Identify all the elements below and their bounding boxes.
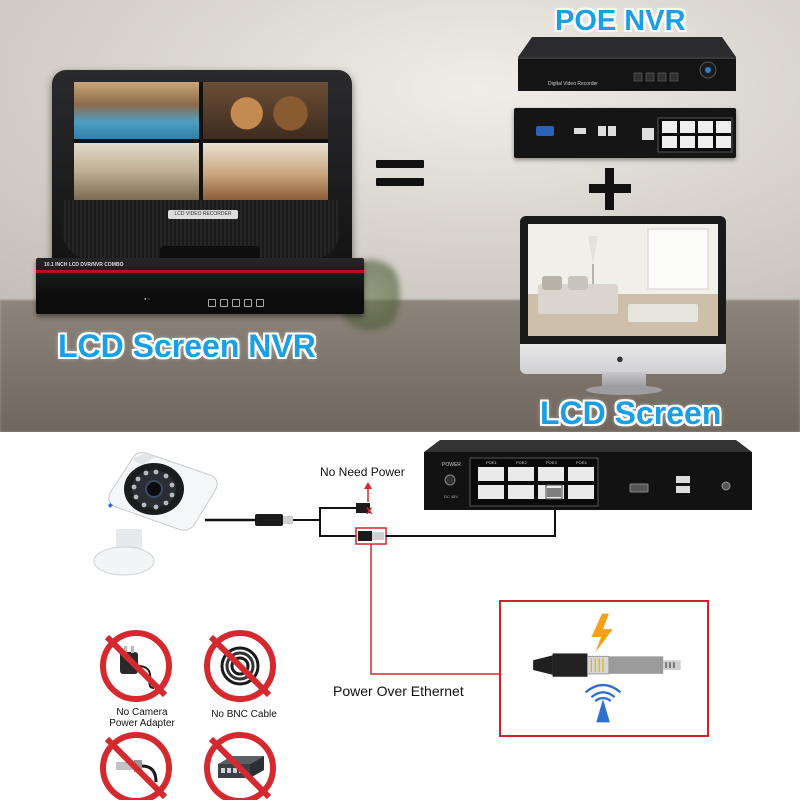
lcd-nvr-screen xyxy=(74,82,328,200)
no-need-power-note: No Need Power xyxy=(320,465,405,479)
poe-nvr-back-unit xyxy=(514,108,736,158)
camera-view-dining-room xyxy=(203,143,328,200)
equals-icon xyxy=(376,160,424,190)
lcd-monitor: ● xyxy=(520,216,726,374)
poe-port-label: POE3 xyxy=(546,460,557,465)
lcd-nvr-red-stripe xyxy=(36,270,364,273)
bullet-camera: ◆ xyxy=(93,452,218,576)
nvr-front-text: Digital Video Recorder xyxy=(548,81,598,87)
camera-view-dogs xyxy=(203,82,328,139)
camera-view-pool xyxy=(74,82,199,139)
no-bnc-cable-prohibited xyxy=(204,630,276,702)
lcd-nvr-power-indicator: ● ○ xyxy=(144,296,150,301)
lcd-monitor-chin xyxy=(520,344,726,374)
no-camera-caption-line2: Power Adapter xyxy=(109,718,175,729)
bnc-cable-coil-icon xyxy=(220,646,260,686)
camera-view-living-room xyxy=(74,143,199,200)
wifi-signal-icon xyxy=(584,683,622,702)
lcd-screen-label: LCD Screen xyxy=(540,395,722,431)
room-scene-illustration xyxy=(528,224,718,336)
poe-nvr-back-ports xyxy=(536,117,733,153)
poe-port-label: POE1 xyxy=(486,460,497,465)
lcd-nvr-badge: LCD VIDEO RECORDER xyxy=(168,210,238,219)
plus-icon-bar xyxy=(589,184,631,193)
poe-nvr-device: POWER DC 48V POE1 POE2 POE3 POE4 xyxy=(424,440,752,510)
lcd-monitor-screen xyxy=(528,224,718,336)
poe-detail-illustration xyxy=(533,613,681,723)
poe-nvr-label: POE NVR xyxy=(555,5,686,37)
lcd-monitor-stand xyxy=(602,372,646,388)
apple-icon: ● xyxy=(616,351,624,366)
lcd-screen-nvr-label: LCD Screen NVR xyxy=(58,328,316,364)
poe-port-label: POE2 xyxy=(516,460,527,465)
lcd-nvr-base: 10.1 INCH LCD DVR/NVR COMBO ● ○ xyxy=(36,258,364,314)
top-banner: LCD VIDEO RECORDER 10.1 INCH LCD DVR/NVR… xyxy=(0,0,800,432)
no-poe-switch-prohibited xyxy=(204,732,276,800)
poe-nvr-front-unit: Digital Video Recorder xyxy=(518,37,736,91)
svg-text:◆: ◆ xyxy=(107,502,113,509)
no-camera-adapter-caption: No Camera Power Adapter xyxy=(96,707,188,729)
ethernet-plug-icon xyxy=(533,653,681,677)
no-camera-caption-line1: No Camera xyxy=(116,707,168,718)
power-over-ethernet-label: Power Over Ethernet xyxy=(333,683,464,699)
lightning-icon xyxy=(591,613,613,653)
no-bnc-cable-caption: No BNC Cable xyxy=(211,709,277,720)
poe-detail-box xyxy=(499,600,709,737)
cable-diagram: x xyxy=(205,482,561,675)
poe-port-label: POE4 xyxy=(576,460,587,465)
no-bnc-connector-prohibited xyxy=(100,732,172,800)
svg-text:DC 48V: DC 48V xyxy=(444,494,458,499)
svg-text:x: x xyxy=(366,503,373,517)
lcd-nvr-button-row xyxy=(208,294,268,312)
lcd-monitor-stand-base xyxy=(586,385,662,395)
lcd-nvr-model-text: 10.1 INCH LCD DVR/NVR COMBO xyxy=(44,262,124,268)
svg-text:POWER: POWER xyxy=(442,462,461,468)
no-camera-adapter-prohibited xyxy=(100,630,172,702)
